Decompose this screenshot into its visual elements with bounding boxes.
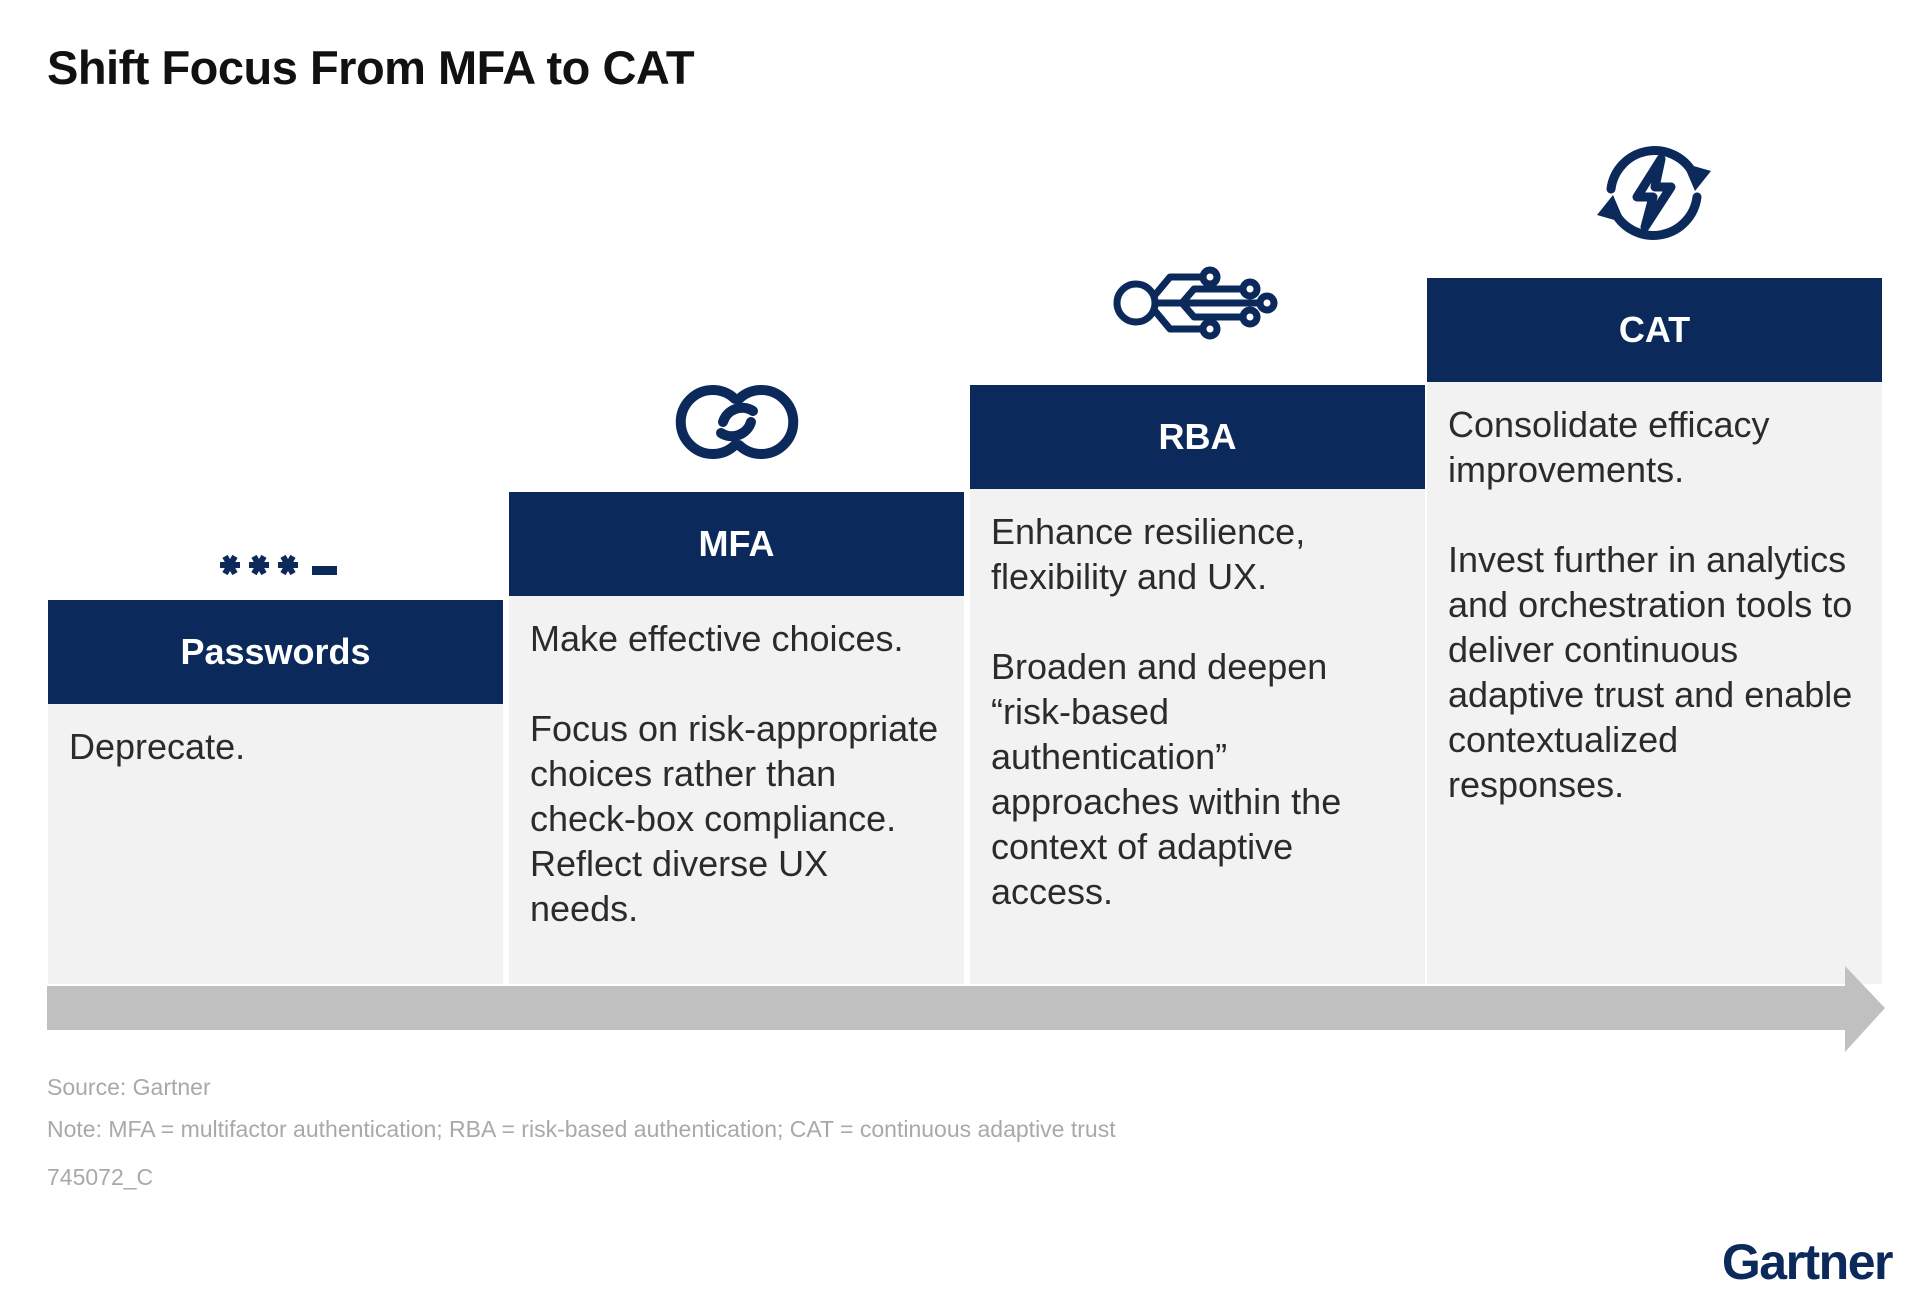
stage-text: Invest further in analytics and orchestr… <box>1448 539 1853 805</box>
source-note: Source: Gartner <box>47 1074 211 1100</box>
linked-rings-icon <box>675 385 799 459</box>
gartner-logo: Gartner <box>1721 1234 1894 1290</box>
stage-header: MFA <box>509 492 964 596</box>
stage-text: Enhance resilience, flexibility and UX. <box>991 511 1306 597</box>
password-mask-icon <box>220 554 337 576</box>
figure-id: 745072_C <box>47 1164 154 1190</box>
stage-text: Broaden and deepen “risk-based authentic… <box>991 646 1342 912</box>
stage-description: Consolidate efficacy improvements. Inves… <box>1427 382 1882 807</box>
stage-header: Passwords <box>48 600 503 704</box>
diagram-title: Shift Focus From MFA to CAT <box>47 41 695 94</box>
stage-text: Make effective choices. <box>530 618 904 659</box>
stage-passwords: Passwords Deprecate. <box>48 600 503 984</box>
stage-cat: CAT Consolidate efficacy improvements. I… <box>1427 278 1882 984</box>
circuit-node-icon <box>1113 266 1278 340</box>
stage-description: Deprecate. <box>48 704 503 769</box>
stage-header: CAT <box>1427 278 1882 382</box>
stage-text: Consolidate efficacy improvements. <box>1448 404 1770 490</box>
abbreviation-note: Note: MFA = multifactor authentication; … <box>47 1116 1116 1142</box>
stage-text: Focus on risk-appropriate choices rather… <box>530 708 939 929</box>
stage-description: Make effective choices. Focus on risk-ap… <box>509 596 964 931</box>
progress-arrow <box>47 966 1885 1052</box>
stage-header: RBA <box>970 385 1425 489</box>
stage-description: Enhance resilience, flexibility and UX. … <box>970 489 1425 914</box>
refresh-lightning-icon <box>1597 146 1711 240</box>
stage-rba: RBA Enhance resilience, flexibility and … <box>970 385 1425 984</box>
stage-text: Deprecate. <box>69 726 246 767</box>
stage-mfa: MFA Make effective choices. Focus on ris… <box>509 492 964 984</box>
